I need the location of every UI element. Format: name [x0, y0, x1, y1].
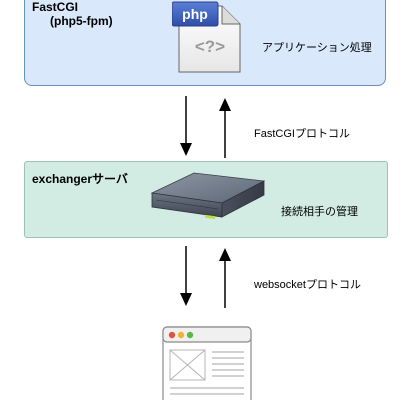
fastcgi-arrows — [180, 96, 231, 158]
fastcgi-subtitle: (php5-fpm) — [50, 14, 113, 28]
exchanger-title: exchangerサーバ — [32, 172, 128, 186]
browser-window-icon — [162, 326, 252, 400]
connection-manage-label: 接続相手の管理 — [281, 206, 358, 218]
fastcgi-title: FastCGI — [32, 0, 79, 14]
up-arrow-top — [219, 98, 231, 158]
websocket-arrows — [180, 246, 231, 308]
browser-close-dot — [168, 331, 176, 339]
php-file-icon: php <?> — [172, 1, 241, 73]
php-body-text: <?> — [195, 37, 225, 56]
app-process-label: アプリケーション処理 — [262, 42, 372, 54]
up-arrow-bottom — [219, 248, 231, 308]
server-icon — [150, 172, 266, 219]
fastcgi-protocol-label: FastCGIプロトコル — [254, 128, 350, 140]
down-arrow-top — [180, 96, 192, 156]
php-badge-text: php — [182, 6, 208, 22]
down-arrow-bottom — [180, 246, 192, 306]
browser-minimize-dot — [177, 331, 185, 339]
websocket-protocol-label: websocketプロトコル — [254, 279, 361, 291]
browser-maximize-dot — [186, 331, 194, 339]
